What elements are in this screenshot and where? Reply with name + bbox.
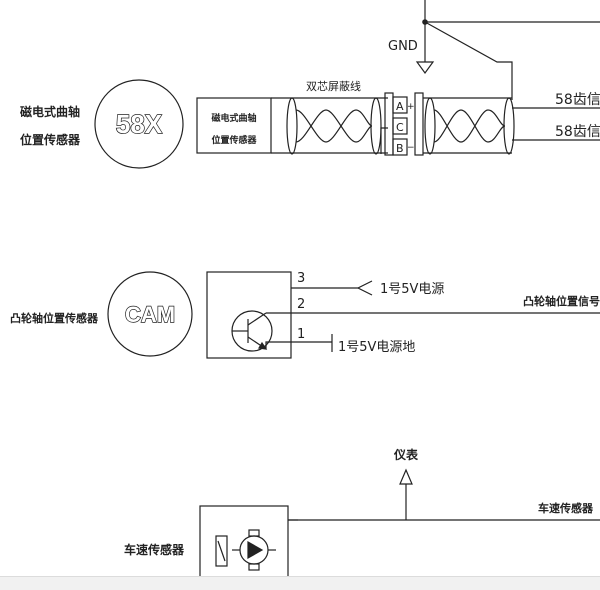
status-bar	[0, 576, 600, 590]
right-cable-shield-end-1	[424, 97, 436, 155]
reed-contact	[217, 540, 226, 562]
cam-side-label: 凸轮轴位置传感器	[10, 311, 99, 325]
cam-circle	[107, 271, 193, 357]
cam-supply-label: 1号5V电源	[380, 282, 444, 297]
cam-ground-label: 1号5V电源地	[338, 340, 415, 355]
pin-a-label: A	[396, 100, 404, 113]
crank-side-label-1: 磁电式曲轴	[19, 104, 80, 119]
cam-pin1-wire	[265, 341, 332, 349]
ground-label: GND	[388, 39, 418, 54]
crank-side-label-2: 位置传感器	[20, 132, 81, 147]
plus-label: +	[407, 102, 415, 112]
connector-pin-c	[392, 117, 408, 135]
cam-supply-arrow	[356, 280, 373, 296]
crank-box-label-2: 位置传感器	[211, 134, 257, 146]
left-twisted-pair	[295, 109, 373, 143]
speed-pulse-top-cap	[248, 529, 260, 537]
right-cable-shield-end-2	[503, 97, 515, 155]
crank-58x-label: 58X	[116, 109, 163, 139]
cam-pin3-label: 3	[297, 271, 305, 286]
connector-left-block	[384, 92, 394, 156]
speed-pulse-arrow	[247, 540, 264, 560]
cable-label: 双芯屏蔽线	[306, 79, 361, 93]
pin-b-label: B	[396, 142, 404, 155]
connector-pin-b	[392, 138, 408, 156]
crank-58x-circle	[94, 79, 184, 169]
signal-minus-label: 58齿信号	[555, 124, 600, 140]
left-cable-shield-end-1	[286, 97, 298, 155]
speed-pulse-bottom-cap	[248, 563, 260, 571]
connector-pin-a	[392, 96, 408, 114]
cam-signal-label: 凸轮轴位置信号（	[523, 294, 600, 308]
reed-switch	[215, 535, 228, 567]
cam-pin1-label: 1	[297, 327, 305, 342]
crank-section	[94, 0, 600, 169]
shield-drain-wire	[424, 21, 513, 100]
ground-symbol	[415, 61, 435, 75]
cam-circle-label: CAM	[125, 302, 175, 327]
speed-side-label: 车速传感器	[124, 542, 185, 557]
connector-right-block	[414, 92, 424, 156]
speed-section	[199, 468, 600, 589]
right-twisted-pair	[433, 109, 506, 143]
meter-arrow	[399, 468, 413, 485]
crank-box-label-1: 磁电式曲轴	[211, 112, 256, 124]
signal-plus-label: 58齿信号	[555, 92, 600, 108]
minus-label: −	[407, 143, 415, 153]
crank-sensor-box	[196, 97, 272, 154]
cam-pin2-label: 2	[297, 297, 305, 312]
transistor-collector	[247, 312, 267, 326]
transistor-emitter-arrow	[258, 341, 268, 350]
shield-bridge-wire	[380, 127, 388, 154]
left-cable-shield-end-2	[370, 97, 382, 155]
cam-section	[107, 271, 600, 359]
cam-sensor-box	[206, 271, 292, 359]
pin-c-label: C	[396, 121, 404, 134]
meter-label: 仪表	[393, 447, 419, 462]
speed-signal-label: 车速传感器（	[538, 501, 600, 515]
